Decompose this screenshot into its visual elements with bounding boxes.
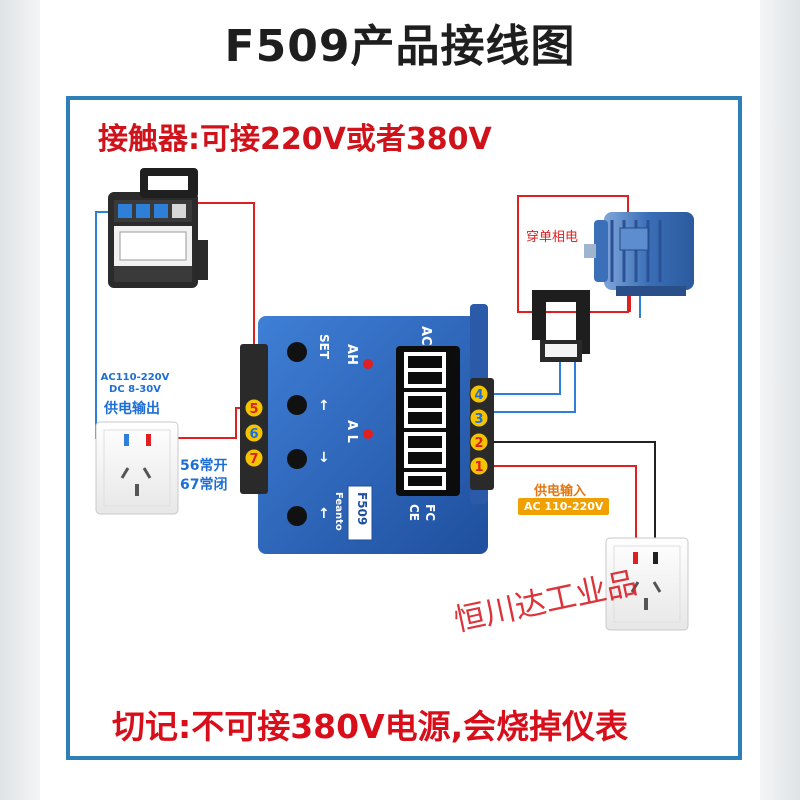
left-background-band xyxy=(0,0,40,800)
contactor-image xyxy=(108,168,208,288)
output-voltage-dc: DC 8-30V xyxy=(109,384,161,395)
wire-ct-4 xyxy=(492,360,561,395)
terminal-2: 2 xyxy=(474,436,483,451)
terminal-badges-right xyxy=(469,384,489,476)
terminal-4: 4 xyxy=(474,388,483,403)
terminal-7: 7 xyxy=(249,452,258,467)
model-label: F509 xyxy=(355,492,369,525)
current-sensor xyxy=(532,290,590,362)
power-input-label: 供电输入 xyxy=(534,484,587,499)
set-label: SET xyxy=(317,334,331,360)
up-arrow-label-2: ↑ xyxy=(318,506,330,522)
al-label: A L xyxy=(344,420,359,443)
power-output-label: 供电输出 xyxy=(104,401,160,417)
al-led xyxy=(363,429,373,439)
terminal-1: 1 xyxy=(474,460,483,475)
wire-ct-3 xyxy=(492,360,576,413)
page-title: F509产品接线图 xyxy=(224,21,576,72)
motor-image xyxy=(584,212,694,296)
output-voltage-ac: AC110-220V xyxy=(100,372,170,383)
power-output-outlet xyxy=(95,421,179,515)
ce-mark: CE xyxy=(407,504,421,521)
model-plate xyxy=(347,485,373,541)
power-input-outlet xyxy=(605,537,689,631)
warning-note: 切记:不可接380V电源,会烧掉仪表 xyxy=(112,707,629,746)
device-buttons xyxy=(287,342,307,526)
normally-closed-note: 67常闭 xyxy=(180,477,228,493)
led-display xyxy=(404,352,446,490)
wire-input-black xyxy=(492,441,656,552)
contactor-note: 接触器:可接220V或者380V xyxy=(98,122,492,157)
ac-mark: AC xyxy=(418,326,433,346)
fc-mark: FC xyxy=(423,504,437,521)
up-arrow-label: ↑ xyxy=(318,398,330,414)
down-arrow-label: ↓ xyxy=(318,450,330,466)
motor-single-phase-label: 穿单相电 xyxy=(526,230,579,245)
input-voltage-label: AC 110-220V xyxy=(518,498,610,515)
terminal-5: 5 xyxy=(249,402,258,417)
wire-contactor-red xyxy=(190,202,255,408)
terminal-6: 6 xyxy=(249,427,258,442)
brand-label: Feanto xyxy=(333,492,344,531)
wire-input-red xyxy=(492,465,637,552)
terminal-3: 3 xyxy=(474,412,483,427)
terminal-badges-left xyxy=(244,398,264,468)
normally-open-note: 56常开 xyxy=(180,458,228,474)
motor-frame xyxy=(517,195,629,313)
ah-led xyxy=(363,359,373,369)
ah-label: AH xyxy=(344,344,359,365)
